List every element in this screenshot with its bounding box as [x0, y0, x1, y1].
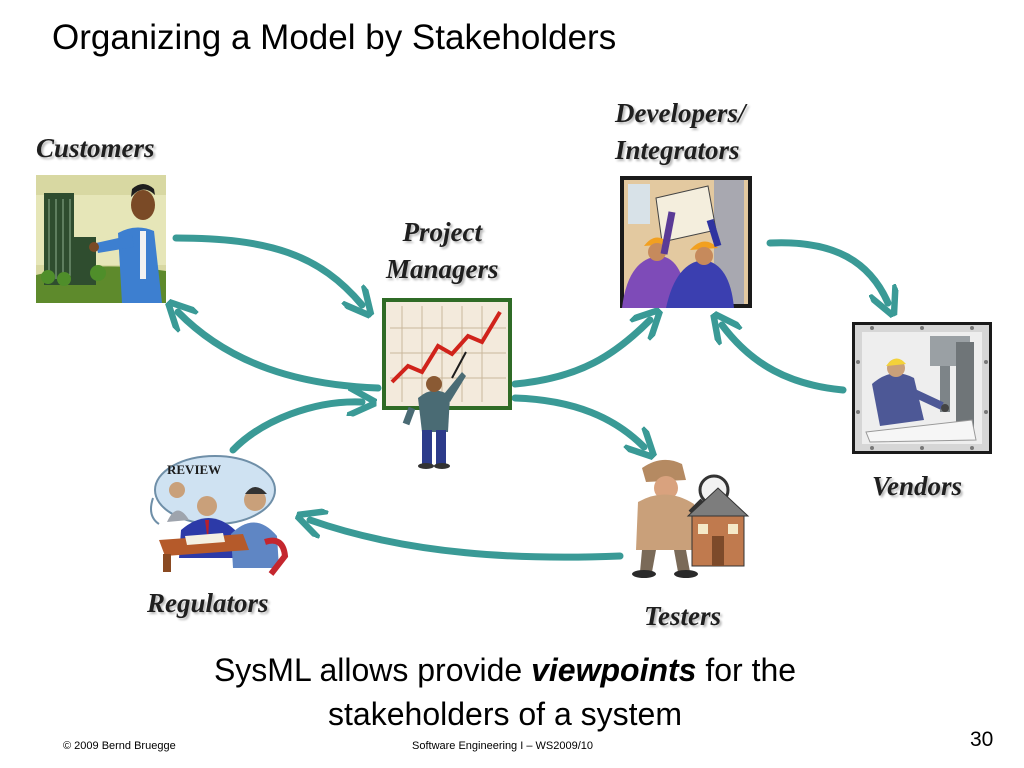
label-developers-line1: Developers/ — [615, 98, 746, 128]
arrow-pm-to-developers — [511, 320, 650, 388]
label-project-managers: Project Managers — [386, 214, 499, 288]
developers-clipart — [620, 176, 752, 308]
caption-line-2: stakeholders of a system — [328, 696, 682, 732]
label-project-managers-line2: Managers — [386, 254, 499, 284]
label-developers: Developers/ Integrators — [615, 95, 745, 169]
arrow-pm-to-testers — [511, 394, 644, 447]
arrow-customers-to-pm — [172, 234, 362, 305]
viewpoints-caption: SysML allows provide viewpoints for the … — [150, 648, 860, 736]
footer-course: Software Engineering I – WS2009/10 — [412, 740, 594, 752]
vendors-clipart — [852, 322, 992, 454]
footer-copyright: © 2009 Bernd Bruegge — [63, 740, 176, 752]
testers-clipart — [632, 459, 750, 578]
caption-line-1-pre: SysML allows provide — [213, 652, 532, 688]
arrow-developers-to-vendors — [766, 239, 888, 303]
label-vendors: Vendors — [872, 471, 963, 501]
arrow-regulators-to-pm — [229, 402, 362, 454]
regulators-clipart: REVIEW — [150, 455, 289, 576]
page-number: 30 — [970, 728, 994, 751]
review-sign-text: REVIEW — [167, 462, 221, 477]
label-project-managers-line1: Project — [402, 217, 482, 247]
label-developers-line2: Integrators — [615, 135, 740, 165]
caption-line-1-post: for the — [696, 652, 797, 688]
arrow-pm-to-customers — [178, 312, 382, 392]
label-testers: Testers — [644, 601, 722, 631]
slide-title: Organizing a Model by Stakeholders — [52, 18, 617, 57]
label-customers: Customers — [36, 133, 155, 163]
customers-clipart — [36, 175, 166, 303]
arrow-vendors-to-developers — [722, 325, 847, 394]
label-regulators: Regulators — [147, 588, 269, 618]
project-managers-clipart — [382, 298, 512, 469]
arrow-testers-to-regulators — [310, 520, 624, 561]
caption-line-1: SysML allows provide viewpoints for the — [150, 648, 860, 692]
caption-emphasis: viewpoints — [531, 652, 697, 688]
